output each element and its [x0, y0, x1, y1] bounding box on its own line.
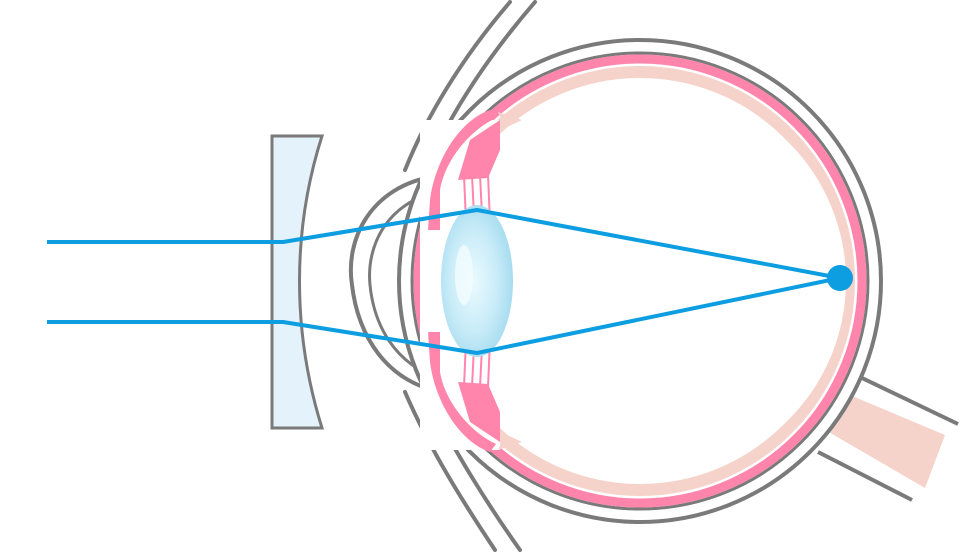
- crystalline-lens-highlight: [455, 245, 473, 305]
- choroid-front-lower: [498, 434, 522, 450]
- optic-nerve-edge-bottom: [817, 450, 913, 502]
- vitreous: [454, 85, 846, 477]
- focal-point: [827, 265, 853, 291]
- light-ray-upper: [47, 208, 841, 280]
- concave-corrective-lens: [270, 134, 325, 430]
- ciliary-body-lower: [458, 382, 500, 442]
- cornea-inner: [368, 190, 441, 380]
- light-ray-lower: [47, 276, 841, 355]
- iris-lower: [428, 332, 496, 452]
- choroid-front-upper: [498, 112, 522, 128]
- ciliary-body-upper: [458, 120, 500, 180]
- optic-nerve-edge-top: [861, 376, 959, 426]
- crystalline-lens: [441, 205, 513, 357]
